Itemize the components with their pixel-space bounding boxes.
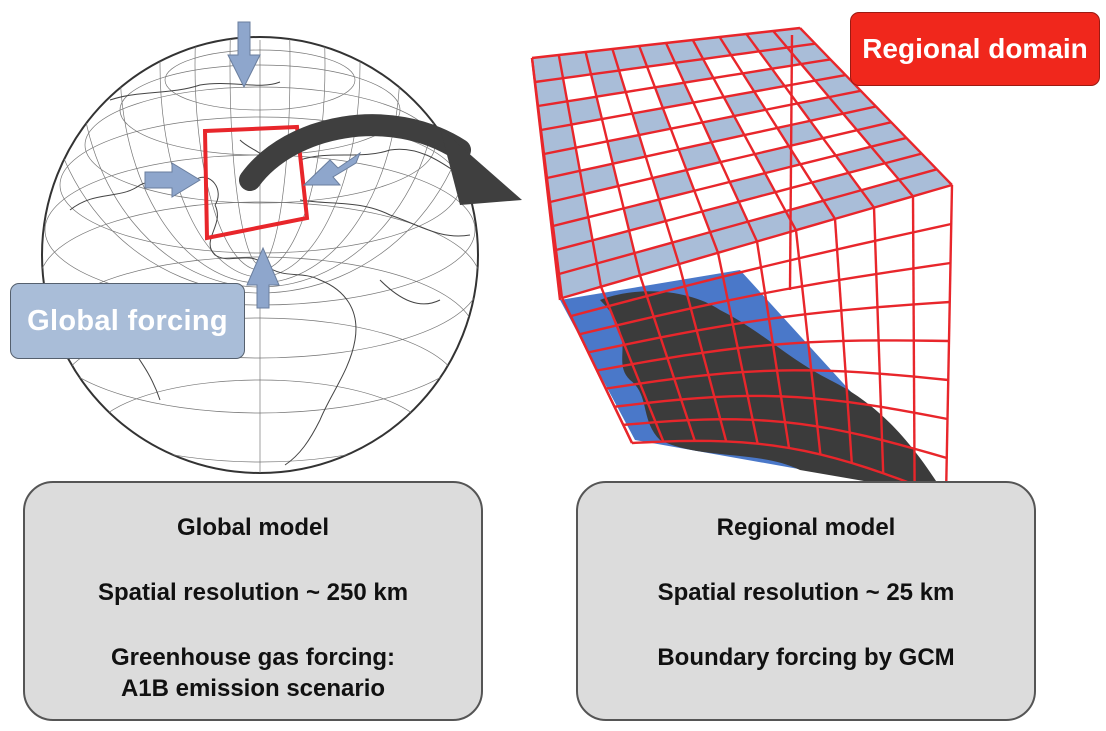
- regional-model-forcing: Boundary forcing by GCM: [657, 644, 955, 671]
- arrow-right-icon: [144, 162, 201, 198]
- grid-front-line: [614, 394, 948, 421]
- global-model-forcing-line2: A1B emission scenario: [120, 675, 386, 702]
- grid-top-line: [549, 121, 892, 204]
- grid-top-cell: [585, 49, 620, 75]
- grid-top-cell: [550, 194, 589, 226]
- grid-top-cell: [797, 97, 844, 121]
- grid-top-cell: [675, 59, 714, 83]
- grid-top-line: [799, 27, 953, 186]
- grid-front-line: [605, 369, 949, 390]
- grid-front-line: [588, 300, 950, 354]
- grid-top-line: [772, 30, 914, 198]
- global-model-resolution: Spatial resolution ~ 250 km: [97, 579, 409, 606]
- grid-top-line: [555, 152, 922, 252]
- grid-front-line: [631, 439, 947, 499]
- grid-top-line: [552, 136, 907, 228]
- regional-model-resolution: Spatial resolution ~ 25 km: [657, 579, 955, 606]
- grid-top-cell: [702, 116, 745, 143]
- grid-top-cell: [591, 70, 626, 97]
- grid-top-cell: [538, 101, 572, 130]
- grid-top-cell: [547, 170, 585, 202]
- grid-top-cell: [654, 82, 694, 109]
- grid-top-line: [691, 39, 798, 231]
- grid-top-cell: [742, 68, 785, 92]
- global-model-forcing-line1: Greenhouse gas forcing:: [110, 644, 396, 671]
- globe-region-outline: [202, 124, 310, 241]
- grid-top-line: [558, 168, 938, 276]
- grid-side-line: [560, 297, 634, 444]
- arrow-left-icon: [302, 151, 362, 186]
- grid-top-cell: [899, 169, 952, 197]
- regional-model-box: Regional model Spatial resolution ~ 25 k…: [576, 481, 1036, 721]
- arrow-down-icon: [227, 21, 261, 89]
- grid-top-line: [745, 33, 875, 209]
- global-model-box: Global model Spatial resolution ~ 250 km…: [23, 481, 483, 721]
- global-forcing-label: Global forcing: [10, 283, 245, 359]
- grid-top-cell: [541, 124, 576, 154]
- grid-top-cell: [535, 78, 568, 106]
- global-model-title: Global model: [176, 514, 329, 541]
- grid-top-cell: [666, 40, 704, 63]
- grid-top-cell: [612, 46, 648, 71]
- grid-top-cell: [558, 52, 592, 79]
- grid-top-cell: [639, 43, 676, 67]
- grid-top-cell: [544, 147, 580, 178]
- grid-top-cell: [532, 55, 564, 82]
- grid-top-line: [718, 36, 837, 220]
- curved-arrow-icon: [239, 114, 522, 205]
- regional-grid: [530, 26, 954, 499]
- regional-map-land: [600, 291, 945, 495]
- grid-top-cell: [678, 142, 721, 171]
- grid-side-line: [530, 57, 562, 301]
- grid-top-cell: [632, 108, 671, 136]
- grid-front-line: [623, 418, 948, 460]
- regional-model-title: Regional model: [716, 514, 896, 541]
- grid-front-line: [596, 339, 950, 372]
- globe: [41, 36, 479, 474]
- grid-top-line: [546, 105, 877, 180]
- grid-top-cell: [607, 135, 646, 164]
- grid-top-cell: [579, 163, 619, 195]
- arrow-up-icon: [246, 246, 280, 309]
- grid-top-cell: [723, 91, 766, 117]
- grid-top-cell: [567, 96, 602, 125]
- grid-back-line: [788, 34, 794, 291]
- grid-front-line: [579, 261, 951, 336]
- grid-front-line: [570, 222, 952, 318]
- grid-top-cell: [692, 37, 732, 60]
- regional-domain-label: Regional domain: [850, 12, 1100, 86]
